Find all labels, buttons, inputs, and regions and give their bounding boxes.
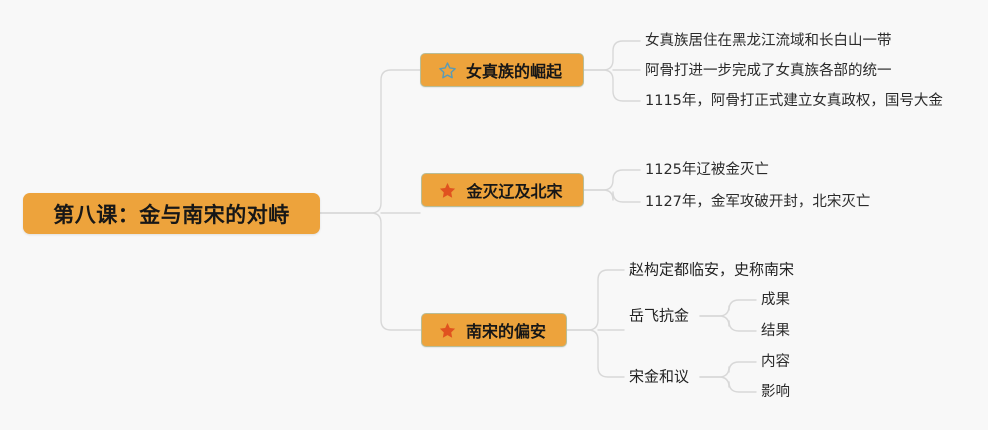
leaf-node[interactable]: 1115年，阿骨打正式建立女真政权，国号大金 [645,92,943,109]
link-root-to-branch-1 [319,69,421,214]
link-heyi-sub2 [699,376,757,393]
root-node-label: 第八课：金与南宋的对峙 [53,202,290,227]
branch-node-southern-song-peace[interactable]: 南宋的偏安 [421,313,567,347]
link-branch1-leaf3 [583,69,641,102]
link-yuefei-sub2 [699,315,757,332]
leaf-node[interactable]: 1127年，金军攻破开封，北宋灭亡 [645,193,871,210]
leaf-node[interactable]: 结果 [761,322,790,339]
link-branch3-child3 [566,329,625,378]
star-outline-icon [439,61,456,78]
branch-node-jin-destroys-liao-and-northern-song[interactable]: 金灭辽及北宋 [421,173,584,207]
leaf-node[interactable]: 女真族居住在黑龙江流域和长白山一带 [645,32,892,49]
leaf-node[interactable]: 阿骨打进一步完成了女真族各部的统一 [645,62,892,79]
branch-node-label: 南宋的偏安 [465,322,546,341]
link-branch2-leaf1 [583,169,641,191]
star-filled-icon [439,322,456,338]
branch-node-label: 金灭辽及北宋 [466,182,563,201]
sub-branch-node-songjin-treaty[interactable]: 宋金和议 [629,367,690,386]
link-branch2-leaf2 [583,189,641,203]
link-branch3-child1 [566,269,625,331]
leaf-node[interactable]: 成果 [761,291,790,308]
branch-node-nuzhen-rise[interactable]: 女真族的崛起 [420,53,584,87]
star-filled-icon [440,182,456,198]
link-root-to-branch-3 [319,212,422,331]
leaf-node[interactable]: 1125年辽被金灭亡 [645,161,769,178]
leaf-node[interactable]: 内容 [761,353,790,370]
link-heyi-sub1 [699,361,757,378]
link-yuefei-sub1 [699,299,757,317]
branch-node-label: 女真族的崛起 [465,62,562,81]
leaf-node[interactable]: 影响 [761,383,790,400]
link-branch1-leaf1 [583,40,641,71]
leaf-node[interactable]: 赵构定都临安，史称南宋 [629,260,795,279]
root-node[interactable]: 第八课：金与南宋的对峙 [23,193,320,234]
sub-branch-node-yuefei[interactable]: 岳飞抗金 [629,306,690,325]
